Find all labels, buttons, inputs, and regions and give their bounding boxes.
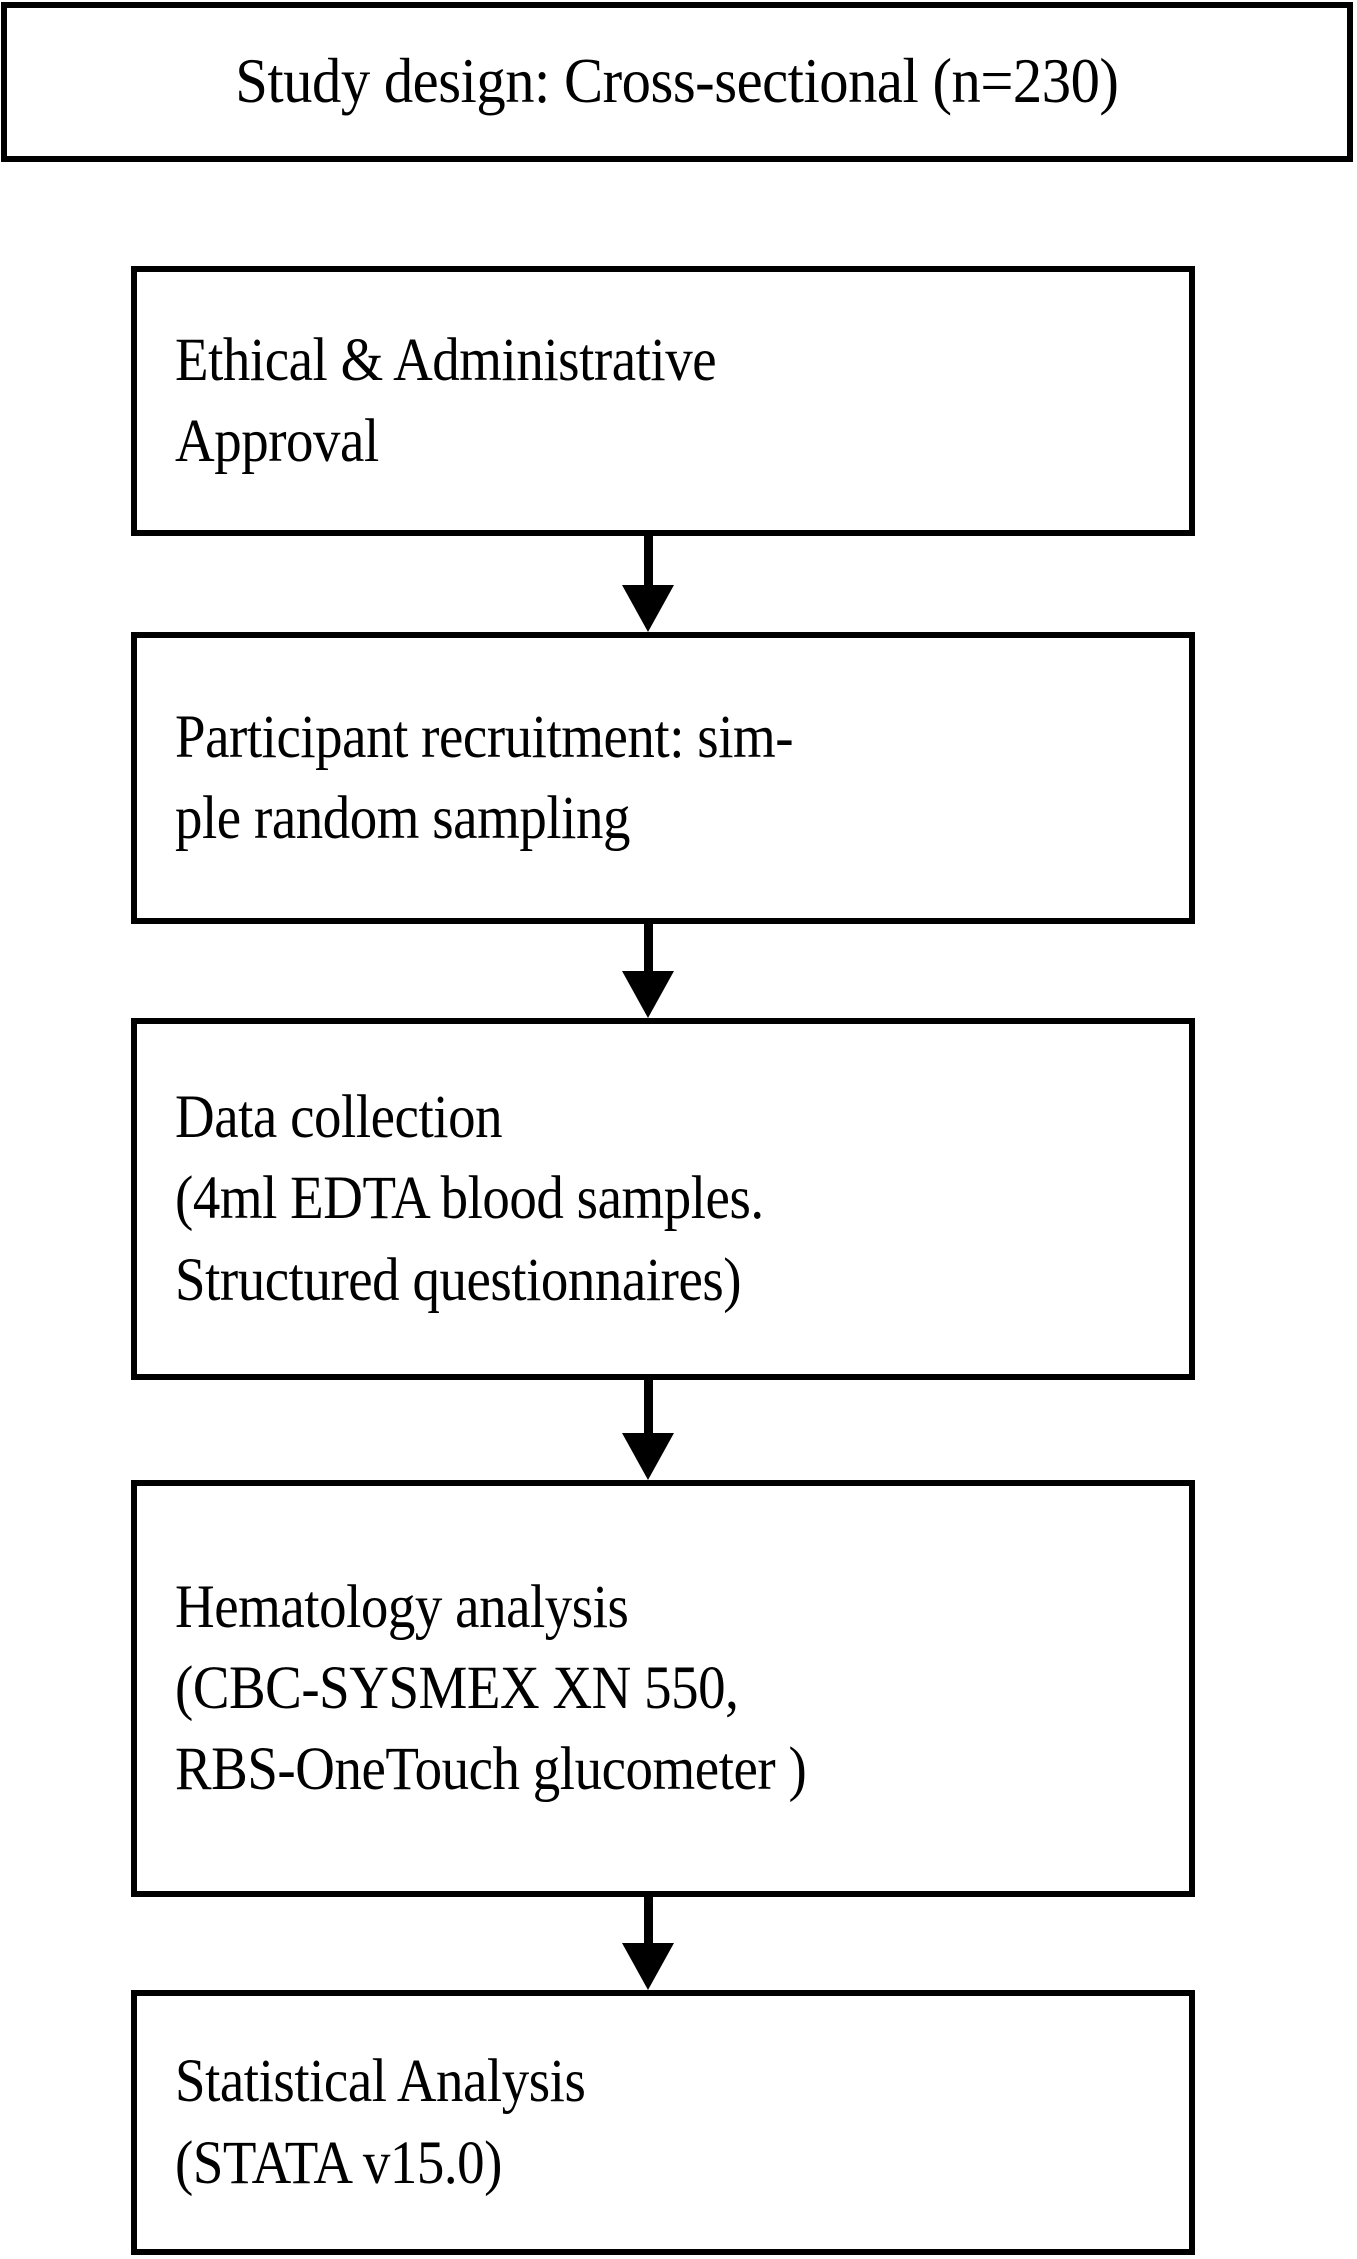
data-collection-box: Data collection (4ml EDTA blood samples.… bbox=[131, 1018, 1195, 1380]
statistical-analysis-line-2: (STATA v15.0) bbox=[175, 2129, 502, 2197]
statistical-analysis-box: Statistical Analysis (STATA v15.0) bbox=[131, 1990, 1195, 2255]
participant-recruitment-box: Participant recruitment: sim- ple random… bbox=[131, 632, 1195, 924]
hematology-analysis-line-3: RBS-OneTouch glucometer ) bbox=[175, 1736, 807, 1804]
data-collection-line-2: (4ml EDTA blood samples. bbox=[175, 1165, 764, 1233]
study-design-box: Study design: Cross-sectional (n=230) bbox=[1, 2, 1353, 162]
participant-recruitment-line-2: ple random sampling bbox=[175, 785, 630, 852]
ethical-approval-line-1: Ethical & Administrative bbox=[175, 326, 717, 394]
statistical-analysis-line-1: Statistical Analysis bbox=[175, 2048, 586, 2116]
arrow-hematology-to-statistical bbox=[622, 1897, 674, 1990]
arrow-recruitment-to-data-collection bbox=[622, 924, 674, 1018]
study-design-line-1: Study design: Cross-sectional (n=230) bbox=[235, 46, 1119, 117]
data-collection-line-3: Structured questionnaires) bbox=[175, 1246, 742, 1314]
hematology-analysis-line-2: (CBC-SYSMEX XN 550, bbox=[175, 1654, 739, 1722]
data-collection-line-1: Data collection bbox=[175, 1084, 503, 1152]
hematology-analysis-line-1: Hematology analysis bbox=[175, 1573, 629, 1641]
arrow-data-collection-to-hematology bbox=[622, 1380, 674, 1480]
hematology-analysis-box: Hematology analysis (CBC-SYSMEX XN 550, … bbox=[131, 1480, 1195, 1897]
arrow-ethical-to-recruitment bbox=[622, 536, 674, 632]
ethical-approval-line-2: Approval bbox=[175, 408, 379, 475]
participant-recruitment-line-1: Participant recruitment: sim- bbox=[175, 703, 794, 771]
ethical-approval-box: Ethical & Administrative Approval bbox=[131, 266, 1195, 536]
